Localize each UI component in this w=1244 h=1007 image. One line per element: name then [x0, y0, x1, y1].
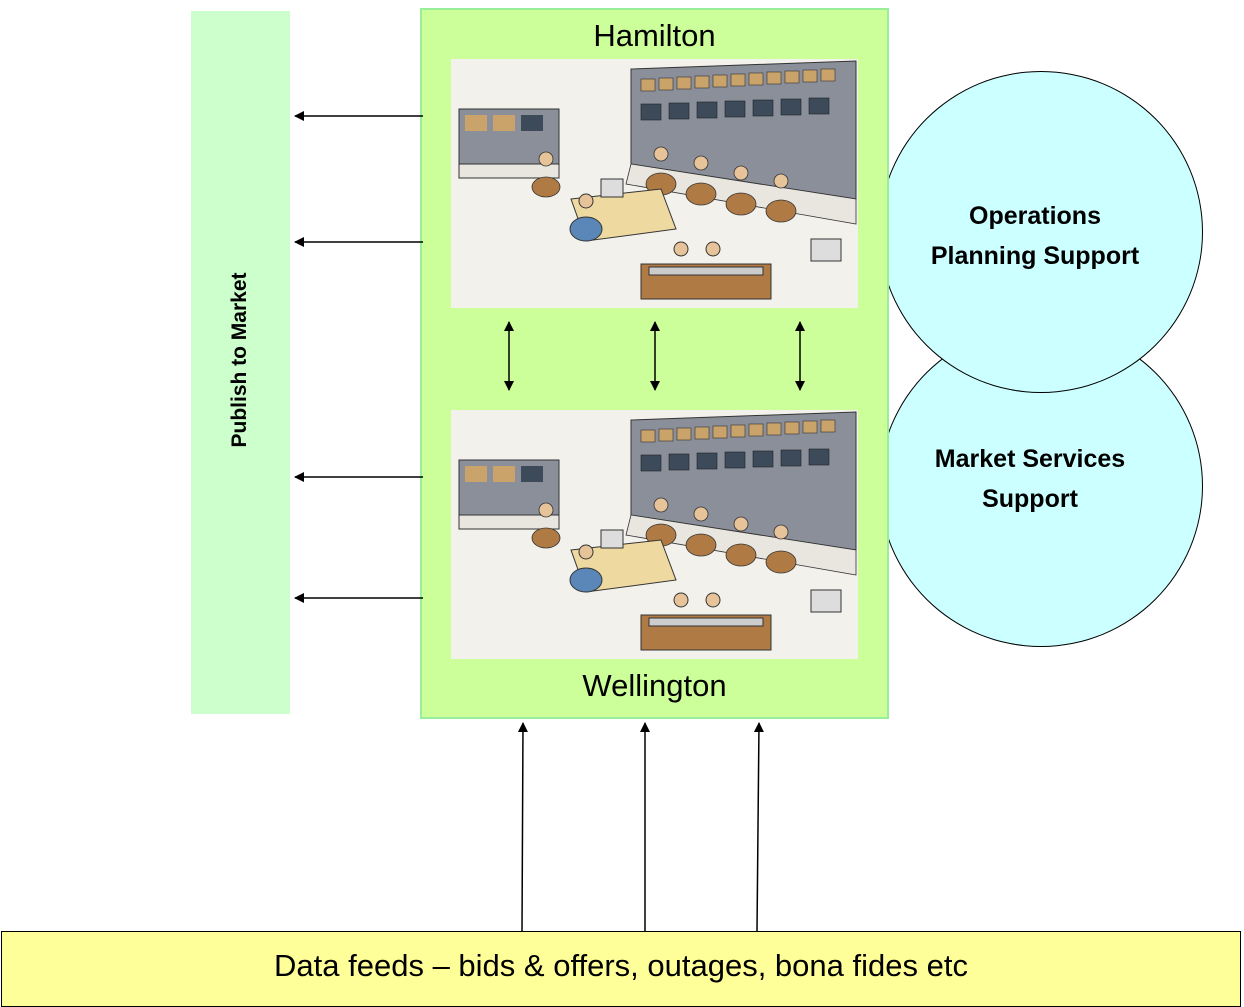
operations-label-line-1: Operations: [969, 202, 1101, 230]
data-feeds-box: Data feeds – bids & offers, outages, bon…: [1, 931, 1241, 1007]
data-feeds-label: Data feeds – bids & offers, outages, bon…: [274, 948, 968, 983]
control-room-image-hamilton: [451, 59, 858, 308]
control-room-image-wellington: [451, 410, 858, 659]
market-services-support-label: Market Services Support: [885, 439, 1175, 519]
operations-planning-support-label: Operations Planning Support: [890, 196, 1180, 276]
site-label-wellington: Wellington: [582, 668, 727, 703]
publish-to-market-label: Publish to Market: [228, 272, 251, 448]
market-label-line-1: Market Services: [934, 445, 1126, 473]
feed-arrow-3: [753, 722, 764, 932]
market-label-line-2: Support: [982, 485, 1078, 513]
operations-planning-support-circle: [879, 71, 1203, 393]
site-label-hamilton: Hamilton: [593, 18, 716, 53]
feed-arrow-1: [517, 722, 528, 932]
publish-to-market-bar: [191, 11, 290, 714]
operations-label-line-2: Planning Support: [930, 242, 1140, 270]
